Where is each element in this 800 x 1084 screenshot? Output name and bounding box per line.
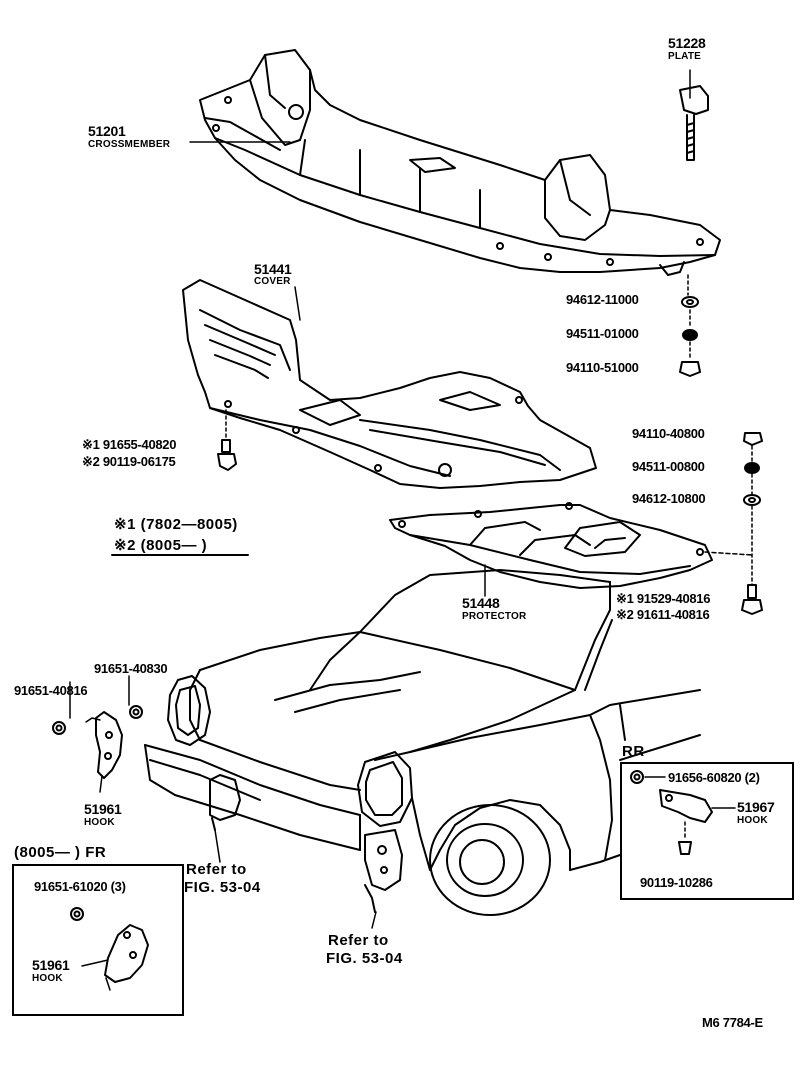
ref2-leader (371, 911, 377, 929)
plate-number: 51228 (668, 35, 706, 51)
legend-note-2: ※2 (8005— ) (114, 537, 208, 554)
cover-drawing (182, 279, 597, 489)
washer-94511-01000: 94511-01000 (566, 326, 639, 341)
legend-note-1: ※1 (7802—8005) (114, 516, 238, 533)
leader-cover (294, 286, 301, 321)
front-box (12, 864, 184, 1016)
protector-number: 51448 (462, 595, 500, 611)
rear-hook-drawing (630, 770, 736, 855)
ref1-line2: FIG. 53-04 (184, 879, 261, 896)
ref2-line1: Refer to (328, 932, 389, 949)
crossmember-drawing (199, 49, 721, 276)
protector-bolt-leader (704, 551, 753, 556)
ref2-line2: FIG. 53-04 (326, 950, 403, 967)
bolt-91651-40830: 91651-40830 (94, 661, 168, 676)
box-hook-drawing (70, 907, 149, 991)
ref1-leader (214, 829, 221, 863)
nut-94110-40800: 94110-40800 (632, 426, 705, 441)
ref1-line1: Refer to (186, 861, 247, 878)
rear-box-title: RR (622, 743, 645, 760)
rear-box (620, 762, 794, 900)
lower-fastener-stack (741, 432, 763, 615)
washer-94612-11000: 94612-11000 (566, 292, 639, 307)
cover-bolt-drawing (217, 409, 237, 471)
upper-fastener-stack (679, 274, 701, 377)
front-hook-drawing (52, 675, 143, 793)
rear-bolt-91656-60820: 91656-60820 (2) (668, 770, 760, 785)
box-hook-number: 51961 (32, 957, 70, 973)
washer-94511-00800: 94511-00800 (632, 459, 705, 474)
bolt-91651-40816: 91651-40816 (14, 683, 88, 698)
box-hook-name: HOOK (32, 973, 63, 984)
nut-94110-51000: 94110-51000 (566, 360, 639, 375)
cover-number: 51441 (254, 261, 292, 277)
front-hook-number: 51961 (84, 801, 122, 817)
plate-name: PLATE (668, 51, 702, 62)
washer-94612-10800: 94612-10800 (632, 491, 706, 506)
crossmember-number: 51201 (88, 123, 126, 139)
cover-bolt-2: ※2 90119-06175 (82, 454, 176, 469)
protector-drawing (389, 502, 713, 589)
box-bolt-91651-61020: 91651-61020 (3) (34, 879, 126, 894)
front-hook-name: HOOK (84, 817, 115, 828)
rear-hook-name: HOOK (737, 815, 768, 826)
cover-name: COVER (254, 276, 291, 287)
cover-bolt-1: ※1 91655-40820 (82, 437, 177, 452)
protector-bolt-2: ※2 91611-40816 (616, 607, 710, 622)
protector-name: PROTECTOR (462, 611, 527, 622)
rear-clip-90119-10286: 90119-10286 (640, 875, 713, 890)
crossmember-name: CROSSMEMBER (88, 139, 171, 150)
rear-hook-number: 51967 (737, 799, 775, 815)
protector-bolt-1: ※1 91529-40816 (616, 591, 711, 606)
figure-code: M6 7784-E (702, 1015, 763, 1030)
plate-bolt-drawing (679, 69, 709, 161)
car-body-drawing (144, 569, 701, 916)
front-box-title: (8005— ) FR (14, 844, 107, 861)
